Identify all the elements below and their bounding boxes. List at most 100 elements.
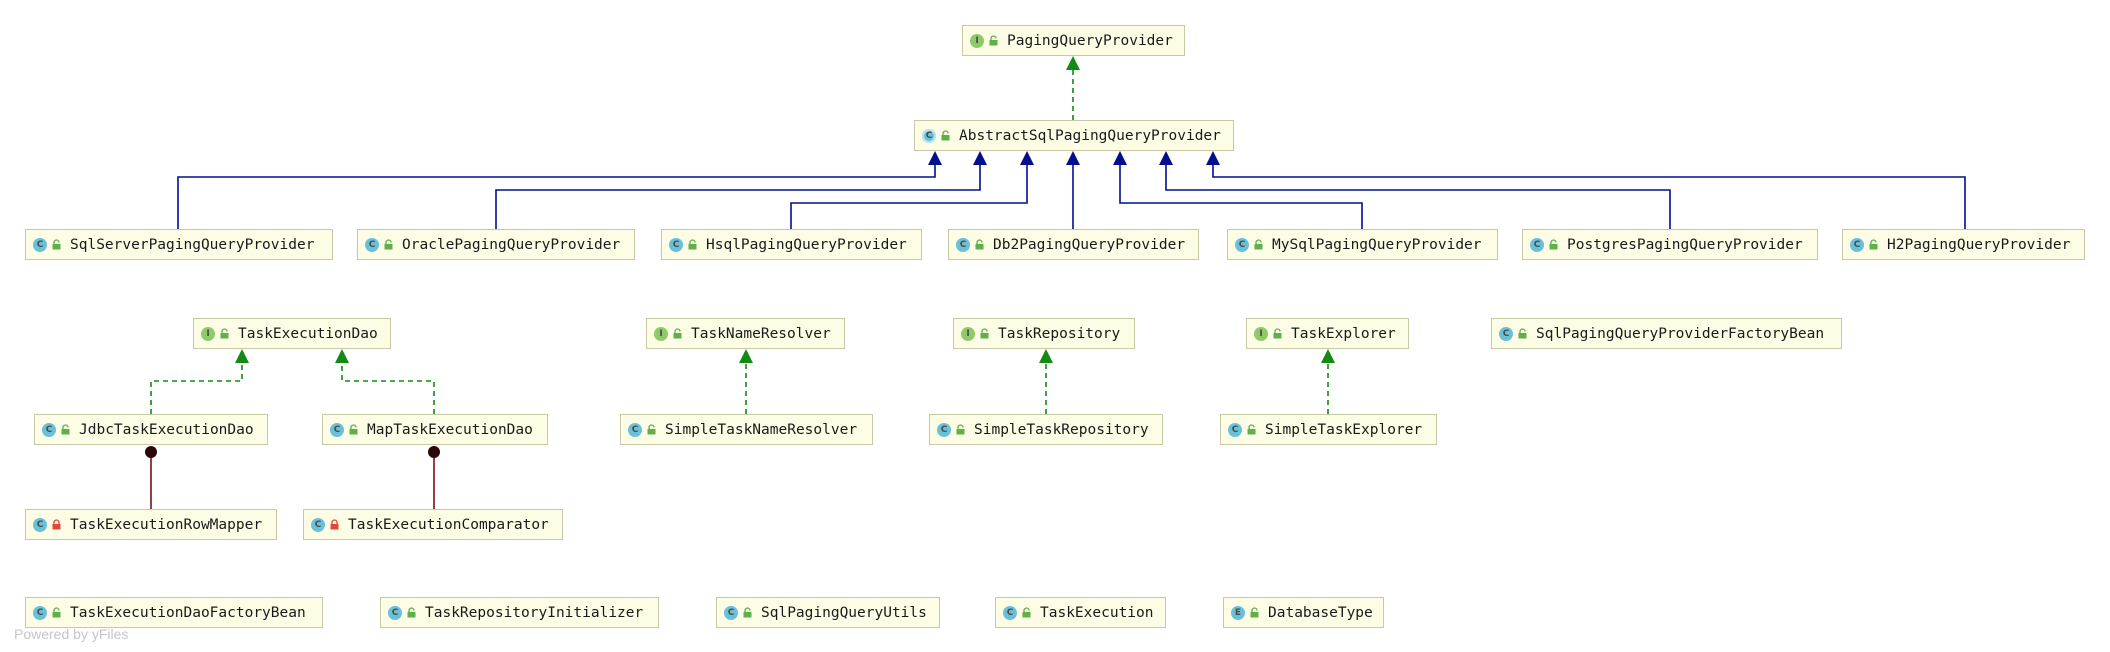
node-simpletasknameresolver[interactable]: C SimpleTaskNameResolver: [620, 414, 873, 445]
node-label: TaskExecutionComparator: [348, 516, 549, 533]
public-visibility-icon: [956, 424, 965, 435]
arrowhead: [335, 349, 349, 363]
final-class-icon: C: [33, 517, 47, 532]
class-icon: C: [1850, 237, 1864, 252]
arrowhead: [1039, 349, 1053, 363]
node-oraclepagingqueryprovider[interactable]: C OraclePagingQueryProvider: [357, 229, 635, 260]
edge-implements-simpletaskexplorer: [1321, 349, 1335, 414]
arrowhead: [1113, 151, 1127, 165]
node-label: SqlPagingQueryUtils: [761, 604, 927, 621]
node-label: MapTaskExecutionDao: [367, 421, 533, 438]
node-tasknameresolver[interactable]: I TaskNameResolver: [646, 318, 845, 349]
node-taskrepositoryinitializer[interactable]: C TaskRepositoryInitializer: [380, 597, 659, 628]
edge-extends-sqlserverpagingqueryprovider: [177, 151, 942, 229]
class-icon: C: [1003, 605, 1017, 620]
public-visibility-icon: [989, 35, 998, 46]
class-icon: C: [628, 422, 642, 437]
node-label: OraclePagingQueryProvider: [402, 236, 621, 253]
class-icon: C: [937, 422, 951, 437]
edge-implements-maptaskexecutiondao: [335, 349, 435, 414]
arrowhead: [1321, 349, 1335, 363]
node-label: TaskNameResolver: [691, 325, 831, 342]
edge-inner-taskexecutionrowmapper: [145, 446, 157, 509]
node-label: TaskExecutionRowMapper: [70, 516, 263, 533]
public-visibility-icon: [220, 328, 229, 339]
node-label: MySqlPagingQueryProvider: [1272, 236, 1482, 253]
node-label: TaskExecutionDaoFactoryBean: [70, 604, 306, 621]
abstract-class-icon: C: [922, 128, 936, 143]
node-h2pagingqueryprovider[interactable]: C H2PagingQueryProvider: [1842, 229, 2085, 260]
arrowhead: [1159, 151, 1173, 165]
yfiles-watermark: Powered by yFiles: [14, 626, 129, 642]
public-visibility-icon: [1250, 607, 1259, 618]
static-class-icon: C: [311, 517, 325, 532]
private-visibility-icon: [330, 519, 339, 530]
public-visibility-icon: [1549, 239, 1558, 250]
node-label: Db2PagingQueryProvider: [993, 236, 1186, 253]
private-visibility-icon: [52, 519, 61, 530]
node-label: SqlPagingQueryProviderFactoryBean: [1536, 325, 1825, 342]
public-visibility-icon: [1518, 328, 1527, 339]
node-postgrespagingqueryprovider[interactable]: C PostgresPagingQueryProvider: [1522, 229, 1818, 260]
node-label: SimpleTaskNameResolver: [665, 421, 858, 438]
public-visibility-icon: [980, 328, 989, 339]
inner-class-dot: [145, 446, 157, 458]
node-label: SimpleTaskRepository: [974, 421, 1149, 438]
edge-extends-oraclepagingqueryprovider: [495, 151, 987, 229]
class-icon: C: [669, 237, 683, 252]
class-icon: C: [33, 605, 47, 620]
public-visibility-icon: [975, 239, 984, 250]
public-visibility-icon: [647, 424, 656, 435]
node-label: PostgresPagingQueryProvider: [1567, 236, 1803, 253]
public-visibility-icon: [1022, 607, 1031, 618]
node-label: TaskRepositoryInitializer: [425, 604, 644, 621]
class-icon: C: [33, 237, 47, 252]
public-visibility-icon: [407, 607, 416, 618]
node-label: SimpleTaskExplorer: [1265, 421, 1423, 438]
edge-implements-jdbctaskexecutiondao: [150, 349, 249, 414]
public-visibility-icon: [349, 424, 358, 435]
edge-extends-db2pagingqueryprovider: [1066, 151, 1080, 229]
arrowhead: [973, 151, 987, 165]
edge-extends-postgrespagingqueryprovider: [1159, 151, 1671, 229]
node-taskexecutioncomparator[interactable]: C TaskExecutionComparator: [303, 509, 563, 540]
node-simpletaskrepository[interactable]: C SimpleTaskRepository: [929, 414, 1163, 445]
node-sqlpagingqueryproviderfactorybean[interactable]: C SqlPagingQueryProviderFactoryBean: [1491, 318, 1842, 349]
class-icon: C: [365, 237, 379, 252]
public-visibility-icon: [61, 424, 70, 435]
edge-inner-taskexecutioncomparator: [428, 446, 440, 509]
class-icon: C: [1530, 237, 1544, 252]
edge-extends-hsqlpagingqueryprovider: [790, 151, 1034, 229]
node-taskexecutiondaofactorybean[interactable]: C TaskExecutionDaoFactoryBean: [25, 597, 323, 628]
public-visibility-icon: [688, 239, 697, 250]
node-taskexecutionrowmapper[interactable]: C TaskExecutionRowMapper: [25, 509, 277, 540]
interface-icon: I: [970, 33, 984, 48]
node-label: TaskRepository: [998, 325, 1121, 342]
interface-icon: I: [654, 326, 668, 341]
class-icon: C: [388, 605, 402, 620]
public-visibility-icon: [673, 328, 682, 339]
class-icon: C: [1499, 326, 1513, 341]
arrowhead: [1066, 151, 1080, 165]
node-label: TaskExplorer: [1291, 325, 1396, 342]
node-label: H2PagingQueryProvider: [1887, 236, 2071, 253]
enum-icon: E: [1231, 605, 1245, 620]
edge-implements-simpletasknameresolver: [739, 349, 753, 414]
